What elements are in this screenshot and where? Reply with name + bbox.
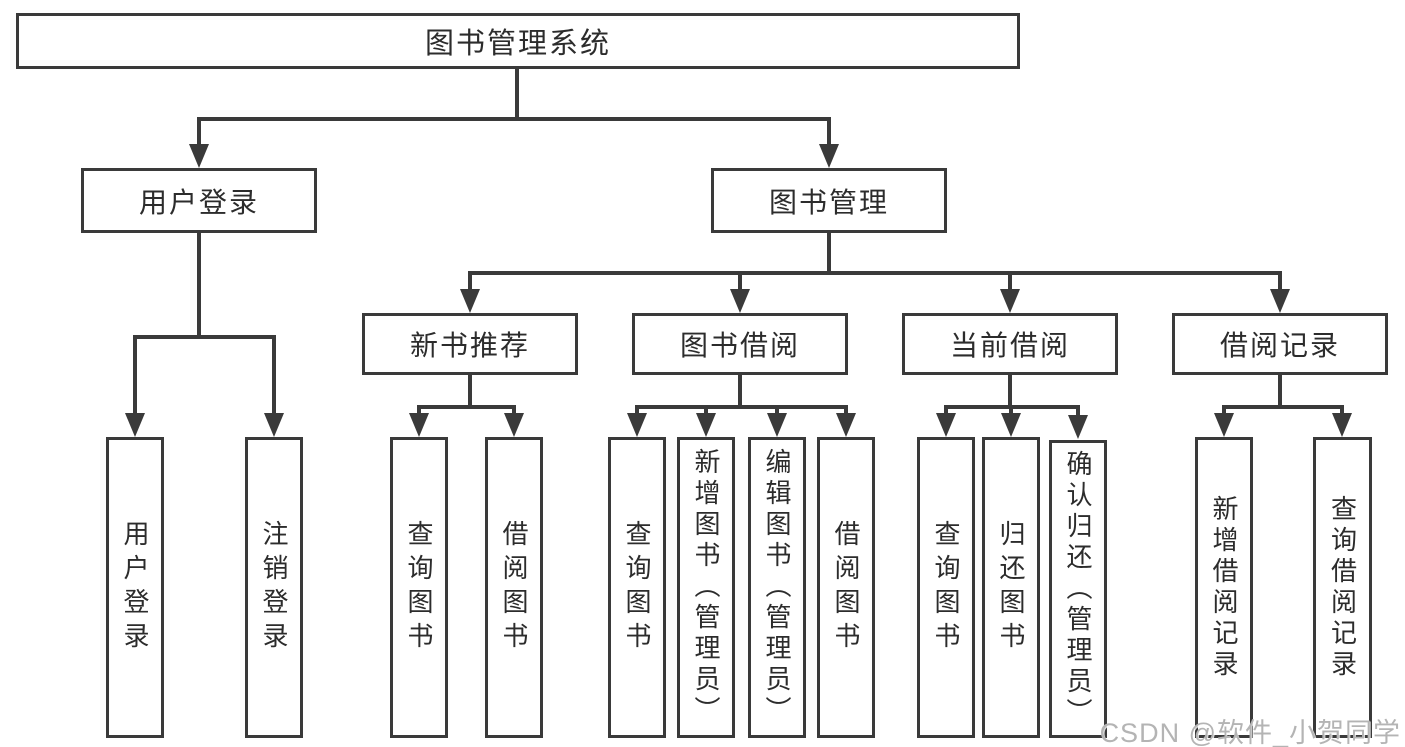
connector-drop bbox=[272, 335, 276, 417]
arrowhead-icon bbox=[767, 413, 787, 437]
connector-drop bbox=[704, 405, 708, 417]
connector-stem bbox=[738, 375, 742, 405]
leaf-add-book-admin: 新增图书（管理员） bbox=[677, 437, 735, 738]
arrowhead-icon bbox=[1214, 413, 1234, 437]
node-label: 借阅图书 bbox=[831, 519, 861, 656]
connector-drop bbox=[635, 405, 639, 417]
leaf-query-book-recommend: 查询图书 bbox=[390, 437, 448, 738]
leaf-logout: 注销登录 bbox=[245, 437, 303, 738]
connector-drop bbox=[1340, 405, 1344, 417]
node-label: 借阅图书 bbox=[499, 519, 529, 656]
node-label: 新书推荐 bbox=[409, 330, 530, 361]
connector-drop bbox=[1009, 405, 1013, 417]
connector-drop bbox=[133, 335, 137, 417]
connector-drop bbox=[844, 405, 848, 417]
connector-root-stem bbox=[515, 68, 519, 117]
node-label: 查询图书 bbox=[622, 519, 652, 656]
arrowhead-icon bbox=[627, 413, 647, 437]
node-label: 查询借阅记录 bbox=[1327, 494, 1358, 681]
node-book-borrow: 图书借阅 bbox=[632, 313, 848, 375]
connector-stem bbox=[468, 375, 472, 405]
connector-drop bbox=[775, 405, 779, 417]
arrowhead-icon bbox=[819, 144, 839, 168]
connector-drop bbox=[1278, 271, 1282, 293]
arrowhead-icon bbox=[264, 413, 284, 437]
leaf-confirm-return-admin: 确认归还（管理员） bbox=[1049, 440, 1107, 738]
node-label: 新增图书（管理员） bbox=[691, 448, 721, 727]
connector-rail bbox=[417, 405, 516, 409]
node-label: 图书借阅 bbox=[679, 330, 800, 361]
leaf-query-borrow-record: 查询借阅记录 bbox=[1313, 437, 1372, 738]
connector-drop bbox=[738, 271, 742, 293]
arrowhead-icon bbox=[504, 413, 524, 437]
arrowhead-icon bbox=[936, 413, 956, 437]
arrowhead-icon bbox=[1001, 413, 1021, 437]
connector-drop bbox=[512, 405, 516, 417]
csdn-watermark: CSDN @软件_小贺同学 bbox=[1099, 718, 1401, 747]
arrowhead-icon bbox=[1332, 413, 1352, 437]
node-label: 确认归还（管理员） bbox=[1063, 449, 1093, 729]
connector-book-management-rail bbox=[468, 271, 1282, 275]
node-current-borrow: 当前借阅 bbox=[902, 313, 1118, 375]
leaf-query-book-borrow: 查询图书 bbox=[608, 437, 666, 738]
node-root: 图书管理系统 bbox=[16, 13, 1020, 69]
leaf-return-book: 归还图书 bbox=[982, 437, 1040, 738]
node-label: 用户登录 bbox=[120, 519, 150, 656]
node-label: 当前借阅 bbox=[949, 330, 1070, 361]
connector-drop bbox=[417, 405, 421, 417]
node-label: 图书管理系统 bbox=[424, 28, 611, 60]
connector-drop-user-login bbox=[197, 117, 201, 148]
connector-drop bbox=[468, 271, 472, 293]
connector-stem bbox=[1008, 375, 1012, 405]
node-label: 归还图书 bbox=[996, 519, 1026, 656]
node-new-book-recommend: 新书推荐 bbox=[362, 313, 578, 375]
connector-drop bbox=[1076, 405, 1080, 417]
arrowhead-icon bbox=[460, 289, 480, 313]
arrowhead-icon bbox=[189, 144, 209, 168]
leaf-borrow-book: 借阅图书 bbox=[817, 437, 875, 738]
connector-root-rail bbox=[197, 117, 831, 121]
connector-stem bbox=[1278, 375, 1282, 405]
connector-user-login-stem bbox=[197, 233, 201, 335]
arrowhead-icon bbox=[836, 413, 856, 437]
arrowhead-icon bbox=[409, 413, 429, 437]
node-label: 注销登录 bbox=[259, 519, 289, 656]
node-user-login: 用户登录 bbox=[81, 168, 317, 233]
node-borrow-record: 借阅记录 bbox=[1172, 313, 1388, 375]
connector-book-management-stem bbox=[827, 233, 831, 271]
connector-drop-book-management bbox=[827, 117, 831, 148]
node-label: 编辑图书（管理员） bbox=[762, 448, 792, 727]
node-label: 用户登录 bbox=[138, 186, 259, 218]
arrowhead-icon bbox=[730, 289, 750, 313]
connector-drop bbox=[1008, 271, 1012, 293]
connector-user-login-rail bbox=[133, 335, 276, 339]
arrowhead-icon bbox=[696, 413, 716, 437]
arrowhead-icon bbox=[1068, 415, 1088, 439]
arrowhead-icon bbox=[125, 413, 145, 437]
node-label: 查询图书 bbox=[931, 519, 961, 656]
node-label: 查询图书 bbox=[404, 519, 434, 656]
node-label: 图书管理 bbox=[768, 186, 889, 218]
connector-drop bbox=[944, 405, 948, 417]
leaf-add-borrow-record: 新增借阅记录 bbox=[1195, 437, 1253, 738]
connector-drop bbox=[1222, 405, 1226, 417]
connector-rail bbox=[635, 405, 848, 409]
leaf-edit-book-admin: 编辑图书（管理员） bbox=[748, 437, 806, 738]
leaf-query-book-current: 查询图书 bbox=[917, 437, 975, 738]
leaf-borrow-book-recommend: 借阅图书 bbox=[485, 437, 543, 738]
leaf-user-login: 用户登录 bbox=[106, 437, 164, 738]
arrowhead-icon bbox=[1000, 289, 1020, 313]
connector-rail bbox=[1222, 405, 1344, 409]
node-book-management: 图书管理 bbox=[711, 168, 947, 233]
arrowhead-icon bbox=[1270, 289, 1290, 313]
node-label: 新增借阅记录 bbox=[1209, 494, 1239, 681]
node-label: 借阅记录 bbox=[1219, 330, 1340, 361]
